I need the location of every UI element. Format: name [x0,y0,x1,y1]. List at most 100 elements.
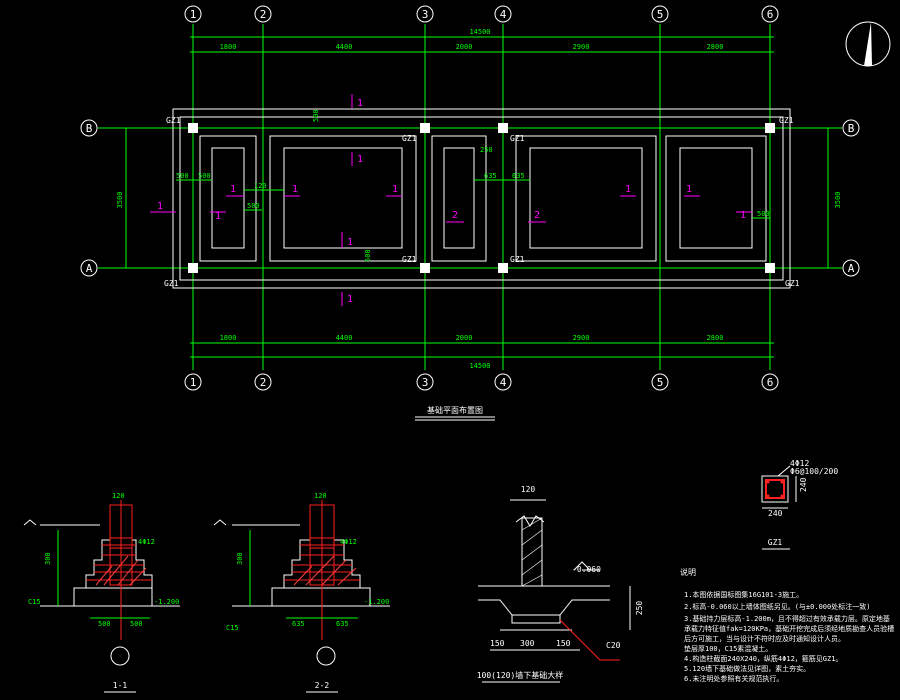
section-1-1: 500 500 120 300 -1.200 4Φ12 C15 1-1 [23,492,180,693]
gz1-columns: GZ1 GZ1 GZ1 GZ1 GZ1 GZ1 GZ1 GZ1 [164,116,800,288]
note-line-5: 后方可施工，当与设计不符时应及时通知设计人员。 [684,634,845,643]
overall-dim-top: 14500 [469,28,490,36]
s22-title: 2-2 [315,681,330,690]
axis-bubbles-bottom: 1 2 3 4 5 6 [184,373,779,391]
s11-title: 1-1 [113,681,128,690]
s22-elevation: -1.200 [364,598,389,606]
note-line-9: 6.未注明处参照有关规范执行。 [684,674,783,683]
s11-dim-left: 500 [98,620,111,628]
gz1-section: 4Φ12 Φ6@100/200 240 240 GZ1 [761,459,838,550]
s11-height: 300 [44,552,52,565]
s11-bar-label: 4Φ12 [138,538,155,546]
detail-title: 100(120)墙下基础大样 [477,670,564,680]
axis-4-top: 4 [500,8,507,21]
plan-dim-500e: 500 [312,109,320,122]
bottom-dim-1: 1800 [220,334,237,342]
top-dim-3: 2000 [456,43,473,51]
plan-dim-500a: 500 [176,172,189,180]
note-line-3: 3.基础持力层标高-1.200m，且不得超过有效承载力层。原定地基 [684,614,890,623]
s11-elevation: -1.200 [154,598,179,606]
detail-height: 250 [635,601,644,616]
gz1-height: 240 [799,477,808,492]
gz1-label-1: GZ1 [166,116,181,125]
axis-1-top: 1 [190,8,197,21]
section-2-2: 635 635 120 300 -1.200 4Φ12 C15 2-2 [213,492,390,693]
section-mark-2a: 2 [452,210,458,221]
s22-bar-label: 4Φ12 [340,538,357,546]
axis-2-bottom: 2 [260,376,267,389]
axis-b-right: B [848,122,855,135]
plan-small-dims: 500 500 120 500 635 635 250 500 500 500 [176,109,770,262]
s11-top-width: 120 [112,492,125,500]
foundation-outlines [172,108,791,289]
gz1-label-3: GZ1 [510,134,525,143]
top-dim-1: 1800 [220,43,237,51]
section-mark-1b: 1 [215,211,221,222]
plan-dim-500c: 500 [247,202,260,210]
axis-6-bottom: 6 [767,376,774,389]
gz1-label-4: GZ1 [779,116,794,125]
axis-3-bottom: 3 [422,376,429,389]
section-marks: 1 1 1 1 1 1 1 1 1 2 2 1 1 1 [150,94,752,306]
section-mark-2b: 2 [534,210,540,221]
north-arrow-icon [845,21,891,67]
plan-title: 基础平面布置图 [427,405,483,415]
section-mark-top-1: 1 [357,98,363,109]
gz1-title: GZ1 [768,538,783,547]
side-dim-right: 3500 [834,192,842,209]
section-mark-1e: 1 [625,184,631,195]
axis-a-right: A [848,262,855,275]
gz1-label-8: GZ1 [785,279,800,288]
s22-hatch-label: C15 [226,624,239,632]
s22-dim-right: 635 [336,620,349,628]
axis-3-top: 3 [422,8,429,21]
detail-dim-3: 150 [556,639,571,648]
axis-5-bottom: 5 [657,376,664,389]
notes-heading: 说明 [680,567,696,577]
wall-footing-detail: 120 -0.060 250 150 300 150 C20 100(120)墙… [477,485,644,683]
detail-leader-label: C20 [606,641,621,650]
notes-block: 说明 1.本图依据国标图集16G101-3施工。 2.标高-0.060以上墙体图… [680,567,894,683]
plan-dim-500f: 500 [364,249,372,262]
note-line-2: 2.标高-0.060以上墙体图纸另见。(与±0.000处标注一致) [684,602,870,611]
gz1-label-6: GZ1 [510,255,525,264]
plan-dim-635a: 635 [484,172,497,180]
section-mark-1g: 1 [740,210,746,221]
section-mark-left-1: 1 [157,201,163,212]
section-mark-1f: 1 [686,184,692,195]
gz1-rebar-label: 4Φ12 [790,459,809,468]
detail-dim-1: 150 [490,639,505,648]
bottom-dim-5: 2800 [707,334,724,342]
section-mark-room-1: 1 [357,154,363,165]
axis-5-top: 5 [657,8,664,21]
axis-bubbles-side: B A B A [80,119,860,277]
axis-a-left: A [86,262,93,275]
top-dim-4: 2900 [573,43,590,51]
side-dim-left: 3500 [116,192,124,209]
s22-dim-left: 635 [292,620,305,628]
s11-dim-right: 500 [130,620,143,628]
gz1-label-2: GZ1 [402,134,417,143]
s11-hatch-label: C15 [28,598,41,606]
gz1-label-5: GZ1 [402,255,417,264]
plan-dim-500d: 500 [757,210,770,218]
axis-b-left: B [86,122,93,135]
s22-height: 300 [236,552,244,565]
top-dim-5: 2800 [707,43,724,51]
plan-dim-500b: 500 [198,172,211,180]
section-mark-1d: 1 [392,184,398,195]
detail-top-dim: 120 [521,485,536,494]
plan-dim-120: 120 [254,182,267,190]
plan-dim-250: 250 [480,146,493,154]
gz1-label-7: GZ1 [164,279,179,288]
gz1-stirrup-label: Φ6@100/200 [790,467,838,476]
axis-2-top: 2 [260,8,267,21]
section-mark-room-1b: 1 [347,237,353,248]
note-line-6: 垫层厚100，C15素混凝土。 [684,644,772,653]
gz1-width: 240 [768,509,783,518]
axis-6-top: 6 [767,8,774,21]
note-line-4: 承载力特征值fak=120KPa，基础开挖完成后须经地质勘查人员验槽 [684,624,894,633]
axis-4-bottom: 4 [500,376,507,389]
section-mark-bottom-1: 1 [347,294,353,305]
